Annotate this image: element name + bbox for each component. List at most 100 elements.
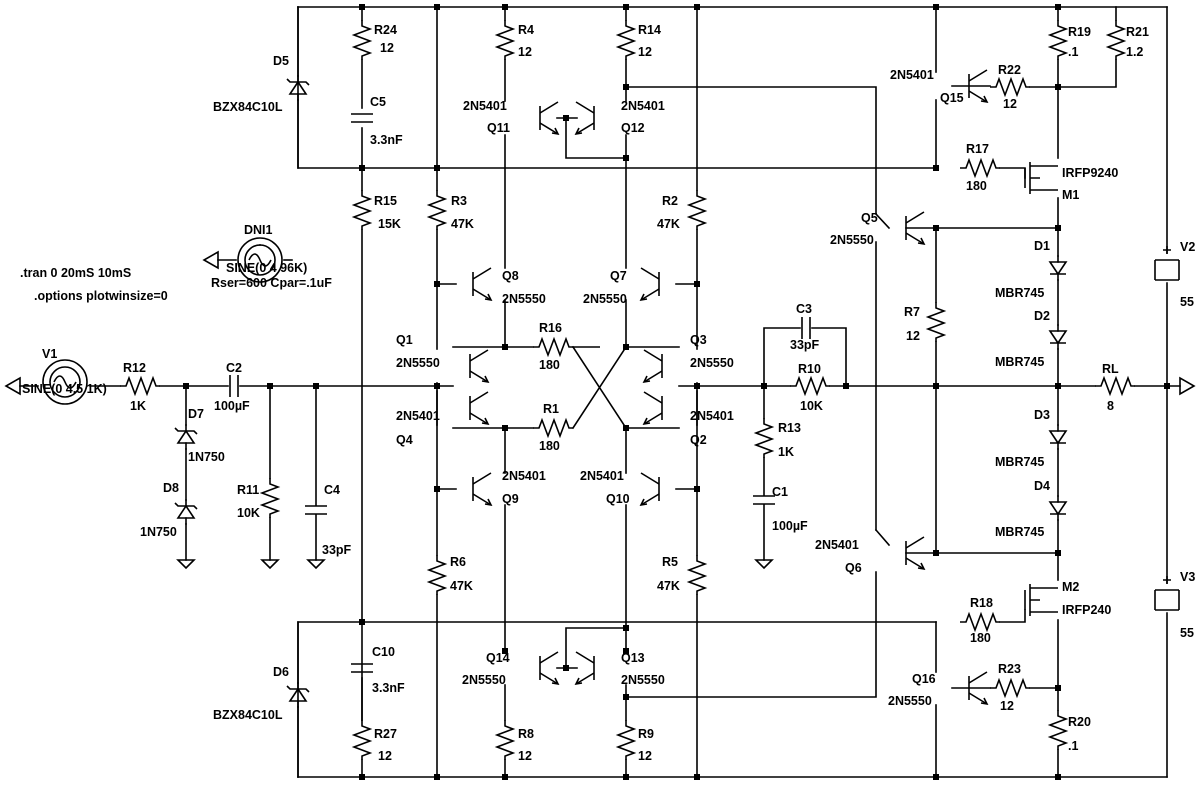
transistor-q10 xyxy=(639,472,660,507)
resistor-r2 xyxy=(686,190,708,230)
resistor-r24 xyxy=(351,20,373,60)
transistor-q16-value: 2N5550 xyxy=(888,694,932,708)
junction-dot xyxy=(502,774,508,780)
junction-dot xyxy=(1055,550,1061,556)
resistor-r27 xyxy=(351,720,373,760)
junction-dot xyxy=(933,165,939,171)
resistor-r20-ref: R20 xyxy=(1068,715,1091,729)
resistor-r15-value: 15K xyxy=(378,217,401,231)
junction-dot xyxy=(359,4,365,10)
junction-dot xyxy=(267,383,273,389)
diode-d1-ref: D1 xyxy=(1034,239,1050,253)
junction-dot xyxy=(434,486,440,492)
resistor-r18 xyxy=(960,611,1000,633)
source-dni1-value: SINE(0 4 96K) xyxy=(226,261,307,275)
diode-d6-value: BZX84C10L xyxy=(213,708,283,722)
resistor-r3 xyxy=(426,190,448,230)
resistor-r15-ref: R15 xyxy=(374,194,397,208)
resistor-r5 xyxy=(686,555,708,595)
junction-dot xyxy=(313,383,319,389)
capacitor-c5-value: 3.3nF xyxy=(370,133,403,147)
resistor-r27-ref: R27 xyxy=(374,727,397,741)
zener-diode-d7 xyxy=(174,424,198,450)
supply-v2 xyxy=(1154,246,1180,281)
resistor-r16 xyxy=(533,336,573,358)
capacitor-c2-value: 100µF xyxy=(214,399,250,413)
junction-dot xyxy=(502,4,508,10)
resistor-r3-value: 47K xyxy=(451,217,474,231)
junction-dot xyxy=(933,4,939,10)
junction-dot xyxy=(694,774,700,780)
transistor-q6 xyxy=(905,536,926,571)
diode-d3 xyxy=(1048,424,1068,450)
transistor-q1 xyxy=(469,349,490,384)
transistor-q13-value: 2N5550 xyxy=(621,673,665,687)
transistor-q14-value: 2N5550 xyxy=(462,673,506,687)
resistor-r13-ref: R13 xyxy=(778,421,801,435)
junction-dot xyxy=(1164,383,1170,389)
diode-d1 xyxy=(1048,255,1068,281)
capacitor-c3 xyxy=(801,317,811,339)
diode-d8-ref: D8 xyxy=(163,481,179,495)
resistor-r5-value: 47K xyxy=(657,579,680,593)
resistor-r20-value: .1 xyxy=(1068,739,1078,753)
junction-dot xyxy=(623,625,629,631)
mosfet-m1-ref: M1 xyxy=(1062,188,1079,202)
junction-dot xyxy=(434,281,440,287)
junction-dot xyxy=(933,383,939,389)
resistor-r7 xyxy=(925,302,947,342)
transistor-q1-value: 2N5550 xyxy=(396,356,440,370)
capacitor-c3-ref: C3 xyxy=(796,302,812,316)
transistor-q6-value: 2N5401 xyxy=(815,538,859,552)
transistor-q12 xyxy=(574,101,595,136)
source-dni1-ref: DNI1 xyxy=(244,223,273,237)
transistor-q4-value: 2N5401 xyxy=(396,409,440,423)
supply-v2-value: 55 xyxy=(1180,295,1194,309)
mosfet-m1-value: IRFP9240 xyxy=(1062,166,1118,180)
resistor-rl-value: 8 xyxy=(1107,399,1114,413)
resistor-r14-value: 12 xyxy=(638,45,652,59)
junction-dot xyxy=(434,383,440,389)
mosfet-m2-ref: M2 xyxy=(1062,580,1079,594)
resistor-r24-value: 12 xyxy=(380,41,394,55)
resistor-r10-ref: R10 xyxy=(798,362,821,376)
supply-v2-ref: V2 xyxy=(1180,240,1195,254)
transistor-q2 xyxy=(642,391,663,426)
capacitor-c3-value: 33pF xyxy=(790,338,820,352)
transistor-q3-ref: Q3 xyxy=(690,333,707,347)
diode-d4-value: MBR745 xyxy=(995,525,1044,539)
diode-d1-value: MBR745 xyxy=(995,286,1044,300)
resistor-r4-value: 12 xyxy=(518,45,532,59)
junction-dot xyxy=(623,84,629,90)
junction-dot xyxy=(434,4,440,10)
transistor-q4 xyxy=(469,391,490,426)
transistor-q9 xyxy=(472,472,493,507)
resistor-r1 xyxy=(533,417,573,439)
resistor-r12-ref: R12 xyxy=(123,361,146,375)
capacitor-c4-ref: C4 xyxy=(324,483,340,497)
capacitor-c4-value: 33pF xyxy=(322,543,352,557)
capacitor-c1-ref: C1 xyxy=(772,485,788,499)
junction-dot xyxy=(933,774,939,780)
resistor-r13 xyxy=(753,418,775,458)
transistor-q13 xyxy=(574,651,595,686)
junction-dot xyxy=(502,344,508,350)
junction-dot xyxy=(933,550,939,556)
resistor-r17-value: 180 xyxy=(966,179,987,193)
junction-dot xyxy=(434,165,440,171)
capacitor-c1 xyxy=(753,495,775,505)
resistor-r14-ref: R14 xyxy=(638,23,661,37)
capacitor-c2 xyxy=(229,375,239,397)
transistor-q14 xyxy=(539,651,560,686)
junction-dot xyxy=(623,155,629,161)
resistor-rl-ref: RL xyxy=(1102,362,1119,376)
resistor-r15 xyxy=(351,190,373,230)
junction-dot xyxy=(623,344,629,350)
resistor-r24-ref: R24 xyxy=(374,23,397,37)
resistor-r8-value: 12 xyxy=(518,749,532,763)
diode-d5-ref: D5 xyxy=(273,54,289,68)
junction-dot xyxy=(933,225,939,231)
resistor-r17-ref: R17 xyxy=(966,142,989,156)
transistor-q2-value: 2N5401 xyxy=(690,409,734,423)
diode-d2-ref: D2 xyxy=(1034,309,1050,323)
